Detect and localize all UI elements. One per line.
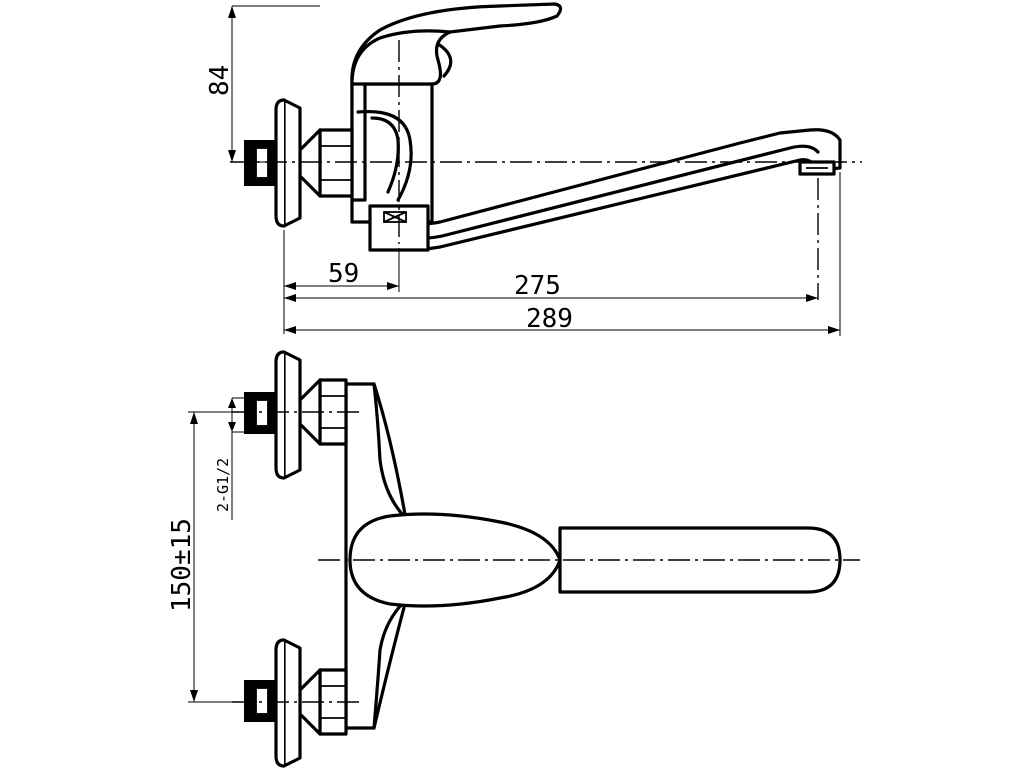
dimension-150-label: 150±15	[167, 518, 197, 612]
dimension-289-label: 289	[526, 304, 573, 334]
dimension-275-label: 275	[514, 271, 561, 301]
side-handle	[350, 2, 563, 86]
dimension-84: 84	[205, 5, 320, 163]
dimension-150: 150±15	[167, 411, 244, 703]
dimension-thread: 2-G1/2	[214, 397, 248, 520]
side-spout	[383, 128, 842, 251]
top-handle	[348, 512, 562, 608]
top-spout	[558, 526, 842, 594]
top-connection-lower	[244, 638, 348, 768]
dimension-thread-label: 2-G1/2	[214, 458, 232, 512]
dimension-275: 275	[284, 271, 818, 302]
dimension-59: 59	[283, 230, 400, 334]
dimension-289: 289	[284, 172, 841, 336]
side-connection	[244, 98, 354, 228]
top-view: 150±15 2-G1/2	[167, 350, 860, 768]
side-view: 84 59 275 289	[205, 2, 862, 336]
dimension-59-label: 59	[328, 259, 359, 289]
top-connection-upper	[244, 350, 348, 480]
dimension-84-label: 84	[205, 65, 235, 96]
side-body	[350, 82, 434, 252]
